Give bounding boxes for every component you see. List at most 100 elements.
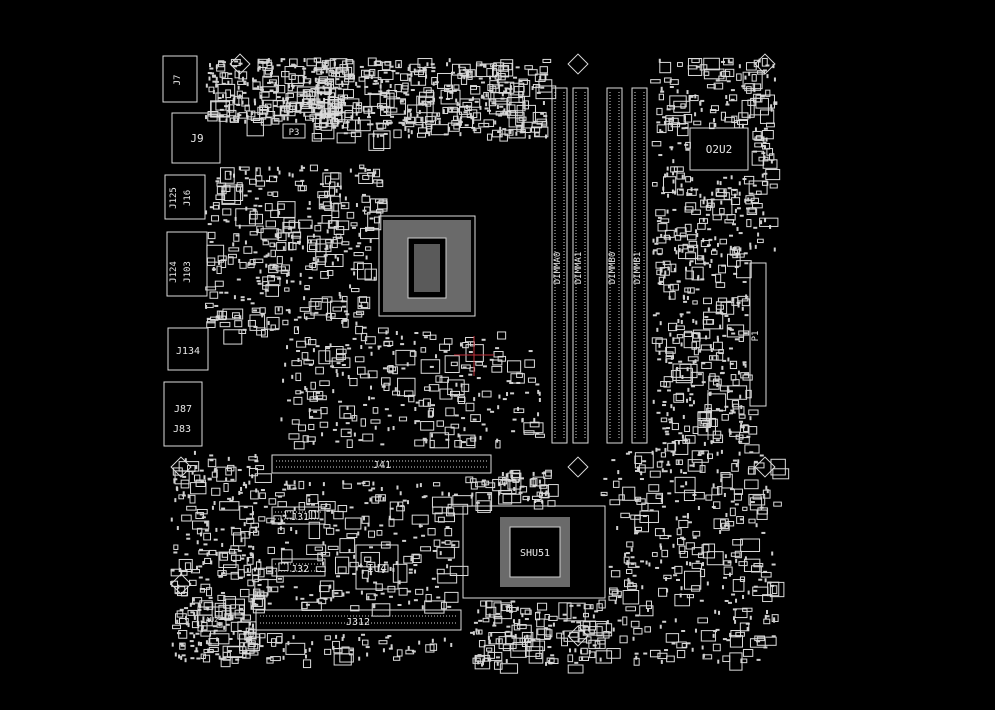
smd-component bbox=[675, 459, 683, 466]
smd-component bbox=[246, 465, 251, 468]
smd-component bbox=[672, 363, 692, 381]
smd-component bbox=[658, 587, 668, 597]
connector-p1[interactable]: P1 bbox=[749, 262, 767, 407]
smd-component bbox=[450, 423, 460, 429]
smd-component bbox=[380, 443, 385, 446]
smd-component bbox=[455, 382, 458, 387]
component-p3[interactable]: P3 bbox=[282, 123, 306, 139]
smd-component bbox=[369, 217, 374, 220]
smd-component bbox=[247, 579, 254, 587]
smd-component bbox=[355, 566, 358, 571]
smd-component bbox=[372, 481, 375, 486]
connector-j125-j16[interactable]: J125 J16 bbox=[164, 174, 206, 220]
smd-component bbox=[179, 643, 184, 646]
smd-component bbox=[761, 181, 769, 186]
header-j32[interactable]: J32 bbox=[271, 558, 326, 577]
smd-component bbox=[618, 477, 623, 480]
smd-component bbox=[328, 220, 338, 228]
connector-j9[interactable]: J9 bbox=[171, 112, 221, 164]
smd-component bbox=[218, 655, 221, 660]
smd-component bbox=[241, 554, 246, 557]
smd-component bbox=[716, 337, 719, 342]
smd-component bbox=[691, 450, 709, 463]
smd-component bbox=[201, 622, 208, 631]
smd-component bbox=[739, 247, 742, 252]
header-j31[interactable]: J31 bbox=[271, 506, 326, 525]
smd-component bbox=[634, 532, 639, 535]
chipset-shu51[interactable]: SHU51 bbox=[462, 505, 606, 599]
dimm-slot-b1-label: DIMMB1 bbox=[633, 252, 643, 285]
smd-component bbox=[481, 94, 484, 99]
smd-component bbox=[377, 495, 382, 498]
smd-component bbox=[377, 345, 382, 348]
smd-component bbox=[299, 169, 304, 172]
header-j32-label: J32 bbox=[291, 564, 309, 575]
smd-component bbox=[773, 501, 782, 507]
component-o2u2[interactable]: O2U2 bbox=[689, 127, 749, 171]
smd-component bbox=[421, 534, 426, 537]
smd-component bbox=[299, 109, 302, 114]
smd-component bbox=[207, 72, 212, 75]
smd-component bbox=[503, 90, 508, 93]
smd-component bbox=[340, 202, 350, 210]
smd-component bbox=[274, 306, 283, 315]
dimm-slot-b1[interactable]: DIMMB1 bbox=[631, 87, 648, 444]
connector-j87-j83[interactable]: J87 J83 bbox=[163, 381, 203, 447]
smd-component bbox=[740, 405, 743, 410]
smd-component bbox=[505, 605, 510, 608]
connector-j124-j103[interactable]: J124 J103 bbox=[166, 231, 208, 297]
smd-component bbox=[481, 423, 486, 426]
smd-component bbox=[682, 243, 688, 250]
smd-component bbox=[729, 362, 734, 365]
smd-component bbox=[257, 67, 260, 72]
smd-component bbox=[752, 586, 769, 597]
smd-component bbox=[400, 404, 405, 407]
pcie-slot-j312[interactable]: J312 bbox=[255, 609, 462, 631]
dimm-slot-a0[interactable]: DIMMA0 bbox=[551, 87, 568, 444]
smd-component bbox=[250, 522, 260, 528]
smd-component bbox=[306, 494, 311, 497]
smd-component bbox=[715, 192, 727, 197]
smd-component bbox=[429, 365, 434, 368]
dimm-slot-a1[interactable]: DIMMA1 bbox=[572, 87, 589, 444]
smd-component bbox=[723, 576, 728, 579]
smd-component bbox=[477, 609, 480, 614]
smd-component bbox=[395, 72, 400, 75]
smd-component bbox=[732, 459, 737, 462]
smd-component bbox=[199, 532, 202, 537]
smd-component bbox=[625, 452, 630, 455]
chip-iu4[interactable]: IU4 bbox=[355, 544, 399, 590]
smd-component bbox=[385, 330, 388, 335]
cpu-socket[interactable] bbox=[378, 215, 476, 317]
smd-component bbox=[381, 79, 384, 84]
connector-j134[interactable]: J134 bbox=[167, 327, 209, 371]
smd-component bbox=[413, 536, 418, 539]
smd-component bbox=[495, 656, 500, 659]
smd-component bbox=[748, 518, 756, 524]
smd-component bbox=[525, 638, 541, 657]
smd-component bbox=[330, 300, 348, 320]
smd-component bbox=[221, 507, 226, 510]
smd-component bbox=[395, 330, 398, 335]
smd-component bbox=[253, 204, 258, 207]
pcie-slot-j41[interactable]: J41 bbox=[271, 454, 492, 474]
smd-component bbox=[691, 266, 704, 281]
smd-component bbox=[176, 610, 184, 618]
smd-component bbox=[747, 590, 750, 595]
smd-component bbox=[667, 492, 672, 495]
smd-component bbox=[493, 602, 512, 620]
smd-component bbox=[209, 291, 219, 299]
smd-component bbox=[707, 228, 712, 231]
chip-au2[interactable]: AU2 bbox=[197, 606, 227, 632]
smd-component bbox=[769, 581, 785, 598]
smd-component bbox=[211, 215, 220, 222]
smd-component bbox=[498, 638, 501, 643]
smd-component bbox=[311, 132, 322, 142]
connector-j7[interactable]: J7 bbox=[162, 55, 198, 103]
smd-component bbox=[739, 394, 742, 399]
dimm-slot-b0[interactable]: DIMMB0 bbox=[606, 87, 623, 444]
smd-component bbox=[358, 305, 363, 308]
smd-component bbox=[368, 396, 371, 401]
smd-component bbox=[402, 539, 407, 542]
smd-component bbox=[733, 488, 743, 495]
